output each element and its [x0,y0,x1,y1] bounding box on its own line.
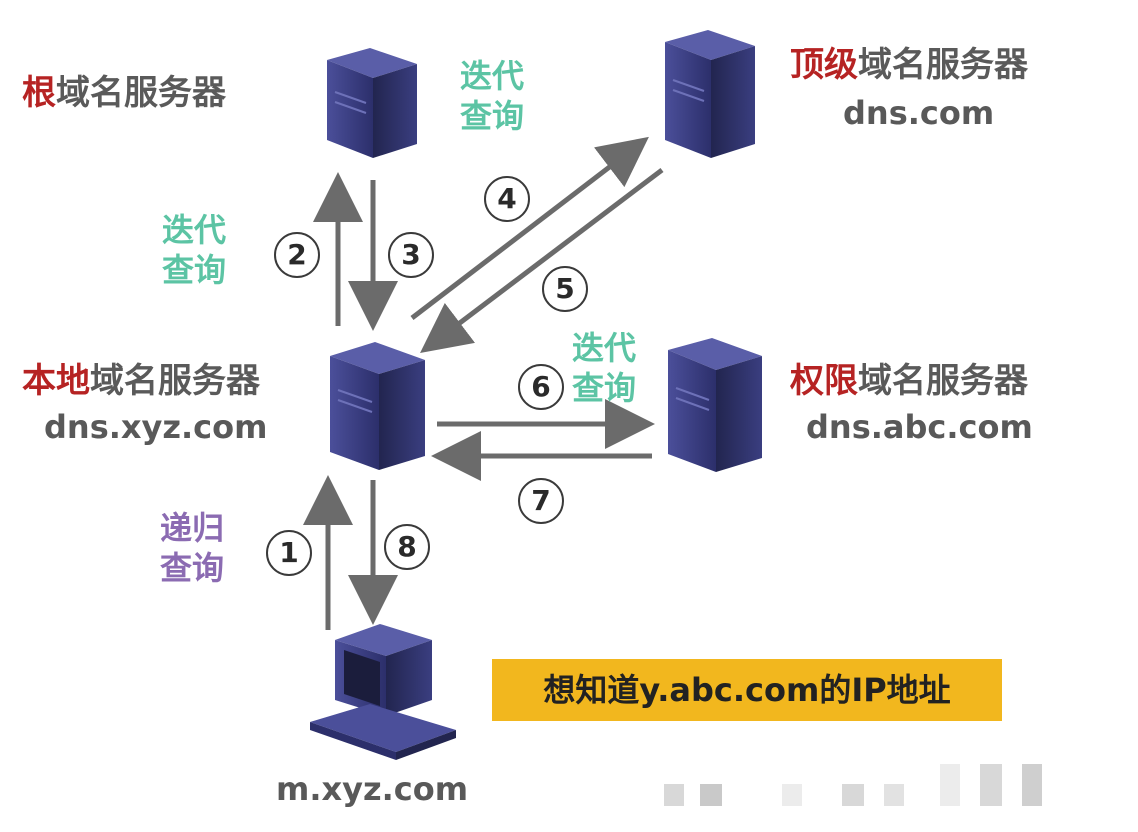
auth-suffix: 域名服务器 [858,361,1028,401]
local-prefix: 本地 [22,361,90,401]
step-1-badge: 1 [266,530,312,576]
tld-host: dns.com [843,94,995,132]
step-7-badge: 7 [518,478,564,524]
iter-line1: 迭代 [572,329,637,367]
step-3-badge: 3 [388,232,434,278]
iterative-query-label-left: 迭代 查询 [162,210,226,290]
step-8-badge: 8 [384,524,430,570]
arrow-step-4 [410,136,649,320]
iter-line2: 查询 [460,97,525,135]
rec-line2: 查询 [160,549,225,587]
local-host: dns.xyz.com [44,408,268,446]
client-computer-icon [310,624,456,760]
client-host: m.xyz.com [276,770,469,808]
arrow-step-5 [420,168,664,354]
iterative-query-label-top: 迭代 查询 [460,56,524,136]
tld-suffix: 域名服务器 [858,45,1028,85]
iterative-query-label-right: 迭代 查询 [572,328,636,408]
root-server-icon [327,48,417,158]
iter-line2: 查询 [572,369,637,407]
tld-server-icon [665,30,755,158]
tld-prefix: 顶级 [790,45,858,85]
auth-server-label: 权限域名服务器 [790,360,1028,402]
local-server-label: 本地域名服务器 [22,360,260,402]
root-prefix: 根 [22,73,56,113]
goal-banner: 想知道y.abc.com的IP地址 [492,659,1002,721]
step-5-badge: 5 [542,266,588,312]
step-2-badge: 2 [274,232,320,278]
iter-line1: 迭代 [460,57,525,95]
root-server-label: 根域名服务器 [22,72,226,114]
local-server-icon [330,342,425,470]
iter-line2: 查询 [162,251,227,289]
step-4-badge: 4 [484,176,530,222]
recursive-query-label: 递归 查询 [160,508,224,588]
rec-line1: 递归 [160,509,225,547]
local-suffix: 域名服务器 [90,361,260,401]
root-suffix: 域名服务器 [56,73,226,113]
iter-line1: 迭代 [162,211,227,249]
auth-server-icon [668,338,762,472]
auth-prefix: 权限 [790,361,858,401]
auth-host: dns.abc.com [806,408,1033,446]
tld-server-label: 顶级域名服务器 [790,44,1028,86]
step-6-badge: 6 [518,364,564,410]
